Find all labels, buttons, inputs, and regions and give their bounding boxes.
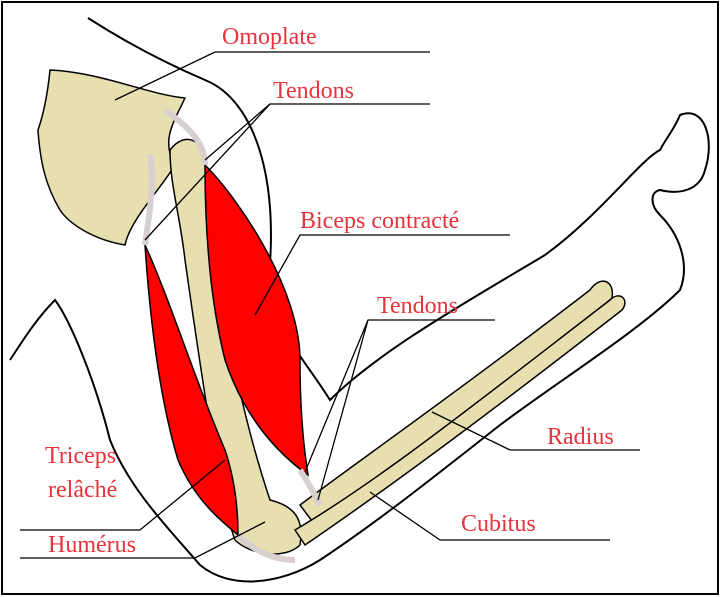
label-tendons-mid: Tendons: [377, 293, 458, 319]
label-tendons-top: Tendons: [273, 78, 354, 104]
label-triceps-line1: Triceps: [45, 443, 116, 469]
label-radius: Radius: [547, 424, 614, 450]
omoplate-bone: [38, 70, 185, 245]
label-cubitus: Cubitus: [461, 511, 536, 537]
cubitus-bone: [295, 296, 625, 545]
label-triceps-line2: relâché: [48, 477, 117, 503]
label-humerus: Humérus: [48, 532, 136, 558]
label-biceps: Biceps contracté: [300, 208, 459, 234]
label-omoplate: Omoplate: [222, 24, 317, 50]
